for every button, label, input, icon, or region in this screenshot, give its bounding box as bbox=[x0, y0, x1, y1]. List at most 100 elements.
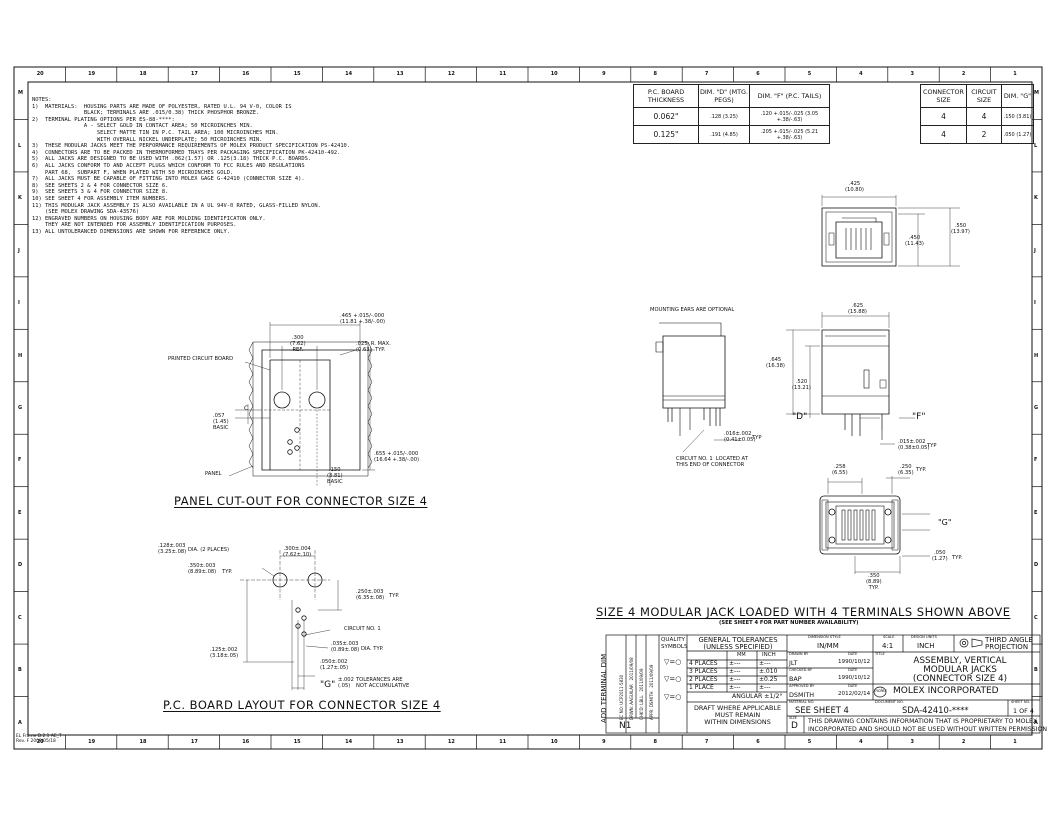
tolerance-mm-value: ±--- bbox=[729, 660, 741, 667]
drawing-title: ASSEMBLY, VERTICAL MODULAR JACKS (CONNEC… bbox=[912, 656, 1008, 684]
zone-row-label: F bbox=[18, 457, 22, 464]
pcb-table-cell: .128 (3.25) bbox=[698, 107, 750, 126]
sheet-size: D bbox=[791, 721, 798, 731]
zone-column-label: 3 bbox=[910, 71, 914, 77]
projection-label: THIRD ANGLE PROJECTION bbox=[985, 636, 1033, 651]
dim-625: .625 (15.88) bbox=[848, 303, 867, 315]
zone-column-label: 11 bbox=[499, 71, 507, 77]
zone-column-label: 4 bbox=[859, 739, 863, 745]
design-units-label: DESIGN UNITS bbox=[911, 635, 937, 639]
pcb-table-cell: .205 +.015/-.025 (5.21 +.38/-.63) bbox=[749, 125, 830, 144]
zone-row-label: I bbox=[18, 300, 20, 307]
tolerance-place-label: 4 PLACES bbox=[689, 660, 718, 667]
tolerance-inch-value: ±--- bbox=[759, 684, 771, 691]
dim-050-pcb: .050±.002 (1.27±.05) bbox=[320, 659, 349, 671]
zone-column-label: 8 bbox=[653, 739, 657, 745]
approved-by: DSMITH bbox=[789, 691, 815, 699]
molex-logo: molex bbox=[874, 688, 887, 693]
dim-465: .465 +.015/-.000 (11.81 +.38/-.00) bbox=[340, 313, 386, 325]
conn-table-cell: 4 bbox=[920, 125, 967, 144]
scale-label: SCALE bbox=[883, 635, 895, 639]
dia-large-holes: .128±.003 (3.25±.08) bbox=[158, 543, 187, 555]
zone-column-label: 15 bbox=[293, 71, 301, 77]
size-label: SIZE bbox=[789, 716, 798, 720]
revision-letter: N1 bbox=[619, 721, 632, 731]
zone-row-label: E bbox=[18, 509, 22, 516]
zone-column-label: 9 bbox=[602, 71, 606, 77]
dia-large-tail: DIA. (2 PLACES) bbox=[188, 547, 230, 553]
tolerance-inch-value: ±--- bbox=[759, 660, 771, 667]
dia-small-tail: DIA. TYP. bbox=[361, 646, 384, 652]
zone-row-label: A bbox=[18, 719, 22, 726]
rev-checked: CHK'D: LBLL 2011/09/09 bbox=[639, 668, 644, 720]
dim-g-label: "G" bbox=[938, 518, 952, 527]
zone-row-label: H bbox=[1034, 352, 1039, 359]
zone-row-label: H bbox=[18, 352, 23, 359]
zone-row-label: G bbox=[18, 405, 23, 411]
rev-ec-number: EC NO: UCP2011-5830 bbox=[619, 674, 624, 720]
zone-column-label: 14 bbox=[345, 739, 353, 745]
dim-250: .250 (6.35) bbox=[898, 464, 914, 476]
frame-footer: EL Frame D.2.1 AE_T Rev. F 2009/05/18 bbox=[16, 734, 62, 744]
zone-column-label: 16 bbox=[242, 739, 250, 745]
conn-table-cell: .050 (1.27) bbox=[1001, 125, 1034, 144]
dim-050-typ: TYP. bbox=[952, 555, 963, 561]
zone-column-label: 19 bbox=[88, 739, 96, 745]
zone-row-label: G bbox=[1034, 405, 1039, 411]
dim-350-typ: TYP. bbox=[222, 569, 233, 575]
jack-front-view bbox=[821, 195, 960, 267]
connector-size-table: CONNECTOR SIZE CIRCUIT SIZE DIM. "G" 4 4… bbox=[920, 84, 1034, 144]
zone-row-label: L bbox=[18, 142, 22, 149]
pcb-layout-view bbox=[240, 550, 342, 690]
zone-column-label: 20 bbox=[36, 739, 44, 745]
checked-by: BAP bbox=[789, 675, 802, 683]
dim-300-ref: .300 (7.62) REF. bbox=[290, 335, 306, 353]
pcb-table-header: P.C. BOARD THICKNESS bbox=[633, 84, 699, 108]
zone-column-label: 6 bbox=[756, 71, 760, 77]
drawn-date-label: DATE bbox=[848, 652, 858, 656]
quality-symbols-label: QUALITY SYMBOLS bbox=[661, 637, 688, 650]
checked-by-label: CHECKED BY bbox=[789, 668, 812, 672]
company-name: MOLEX INCORPORATED bbox=[893, 686, 999, 696]
dim-425: .425 (10.80) bbox=[845, 181, 864, 193]
pcb-table-cell: .191 (4.85) bbox=[698, 125, 750, 144]
g-tolerance: ±.002 (.05) bbox=[338, 677, 354, 689]
sheet-label: SHEET NO. bbox=[1011, 700, 1031, 704]
conn-table-header: CIRCUIT SIZE bbox=[966, 84, 1002, 108]
dim-g-pcb: "G" bbox=[320, 680, 336, 690]
pcb-table-header: DIM. "D" (MTG. PEGS) bbox=[698, 84, 750, 108]
dim-450: .450 (11.43) bbox=[905, 235, 924, 247]
zone-column-label: 18 bbox=[139, 739, 147, 745]
pcb-table-cell: 0.062" bbox=[633, 107, 699, 126]
checked-date-label: DATE bbox=[848, 668, 858, 672]
dim-015-typ: TYP bbox=[927, 443, 937, 449]
zone-column-label: 13 bbox=[396, 71, 404, 77]
zone-row-label: J bbox=[18, 247, 20, 254]
dim-250-typ: TYP. bbox=[916, 467, 927, 473]
zone-row-label: K bbox=[18, 195, 22, 202]
drawn-by-label: DRAWN BY bbox=[789, 652, 809, 656]
pcb-table-header: DIM. "F" (P.C. TAILS) bbox=[749, 84, 830, 108]
zone-column-label: 1 bbox=[1013, 739, 1017, 745]
pcb-thickness-table: P.C. BOARD THICKNESS DIM. "D" (MTG. PEGS… bbox=[633, 84, 830, 144]
zone-row-label: D bbox=[1034, 562, 1039, 569]
mounting-ears-note: MOUNTING EARS ARE OPTIONAL bbox=[650, 307, 735, 313]
zone-row-label: E bbox=[1034, 509, 1038, 516]
zone-column-label: 2 bbox=[961, 739, 966, 745]
zone-column-label: 15 bbox=[293, 739, 301, 745]
panel-label: PANEL bbox=[205, 471, 222, 477]
quality-symbol-icon: ▽=○ bbox=[664, 693, 682, 701]
approved-date: 2012/02/14 bbox=[838, 691, 871, 697]
zone-row-label: L bbox=[1034, 142, 1038, 149]
dim-250-typ: TYP. bbox=[389, 593, 400, 599]
zone-column-label: 7 bbox=[704, 739, 709, 745]
zone-column-label: 13 bbox=[396, 739, 404, 745]
zone-column-label: 14 bbox=[345, 71, 353, 77]
document-number: SDA-42410-**** bbox=[902, 705, 969, 715]
dim-016-typ: TYP bbox=[752, 435, 762, 441]
material-number: SEE SHEET 4 bbox=[795, 705, 849, 715]
general-notes: NOTES: 1) MATERIALS: HOUSING PARTS ARE M… bbox=[32, 97, 351, 235]
zone-column-label: 9 bbox=[602, 739, 606, 745]
